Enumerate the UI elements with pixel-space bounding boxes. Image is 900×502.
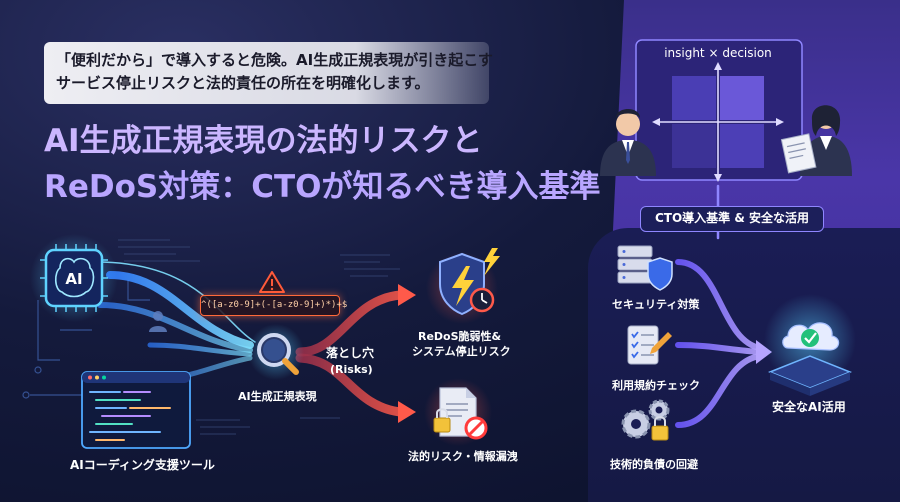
redos-shield-icon bbox=[426, 248, 500, 324]
item-tech-debt-label: 技術的負債の回避 bbox=[610, 458, 698, 471]
regex-label: AI生成正規表現 bbox=[238, 390, 317, 403]
regex-sample: ^([a-z0-9]+(-[a-z0-9]+)*)+$ bbox=[200, 295, 347, 316]
cto-criteria-label: CTO導入基準 & 安全な活用 bbox=[640, 206, 824, 232]
insight-matrix bbox=[635, 39, 803, 182]
risk-redos-label-line1: ReDoS脆弱性& bbox=[418, 330, 502, 343]
result-safe-ai-label: 安全なAI活用 bbox=[772, 400, 846, 414]
checklist-icon bbox=[627, 325, 672, 365]
gears-icon bbox=[621, 399, 670, 441]
risk-flow-streams bbox=[295, 284, 416, 423]
pitfall-sub-label: (Risks) bbox=[330, 363, 373, 376]
warning-icon bbox=[259, 271, 285, 293]
code-decoration bbox=[118, 239, 400, 435]
item-terms-check-label: 利用規約チェック bbox=[612, 379, 700, 392]
title-line-2: ReDoS対策：CTOが知るべき導入基準 bbox=[44, 169, 601, 205]
intro-callout: 「便利だから」で導入すると危険。AI生成正規表現が引き起こす サービス停止リスク… bbox=[44, 42, 493, 104]
insight-decision-label: insight × decision bbox=[664, 46, 772, 60]
pitfall-label: 落とし穴 bbox=[326, 346, 375, 360]
input-flow-stream bbox=[95, 261, 256, 383]
legal-document-icon bbox=[424, 378, 492, 446]
secure-cloud-platform-icon bbox=[764, 294, 856, 396]
intro-line-1: 「便利だから」で導入すると危険。AI生成正規表現が引き起こす bbox=[56, 51, 493, 69]
businesswoman-figure bbox=[780, 105, 852, 176]
circuit-lines bbox=[22, 280, 150, 399]
magnifier-icon bbox=[248, 324, 304, 380]
title-line-1: AI生成正規表現の法的リスクと bbox=[44, 123, 483, 159]
ai-chip-icon bbox=[30, 234, 118, 322]
risk-redos-label-line2: システム停止リスク bbox=[412, 345, 511, 358]
code-editor-window-icon bbox=[81, 371, 191, 449]
ai-tool-label: AIコーディング支援ツール bbox=[70, 458, 215, 472]
intro-line-2: サービス停止リスクと法的責任の所在を明確化します。 bbox=[56, 74, 430, 92]
page-title: AI生成正規表現の法的リスクと ReDoS対策：CTOが知るべき導入基準 bbox=[44, 118, 601, 210]
businessman-figure bbox=[600, 109, 656, 176]
risk-legal-label: 法的リスク・情報漏洩 bbox=[408, 450, 518, 463]
item-security-label: セキュリティ対策 bbox=[612, 298, 700, 311]
user-icon bbox=[149, 311, 167, 332]
server-shield-icon bbox=[617, 245, 673, 291]
ai-chip-label: AI bbox=[65, 270, 82, 288]
